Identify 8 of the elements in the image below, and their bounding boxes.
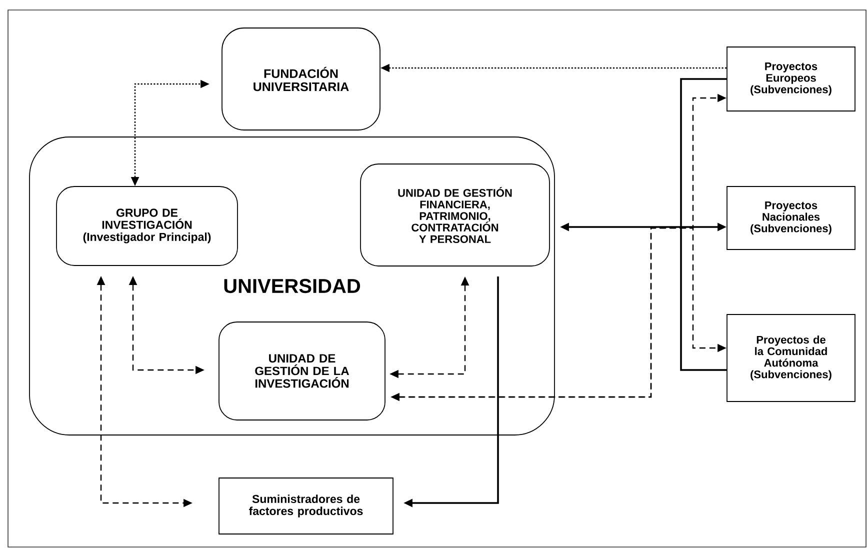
box: Proyectos de la Comunidad Autónoma (Subvenciones)	[726, 314, 856, 402]
rounded-box: UNIDAD DE GESTIÓN DE LA INVESTIGACIÓN	[218, 322, 386, 420]
box: Proyectos Europeos (Subvenciones)	[726, 46, 856, 112]
rounded-box: UNIDAD DE GESTIÓN FINANCIERA, PATRIMONIO, CONTRATACIÓN Y PERSONAL	[360, 164, 550, 266]
rounded-box: GRUPO DE INVESTIGACIÓN (Investigador Principal)	[56, 186, 238, 266]
box: Suministradores de factores productivos	[218, 478, 394, 534]
rounded-box: FUNDACIÓN UNIVERSITARIA	[222, 28, 380, 130]
box: Proyectos Nacionales (Subvenciones)	[726, 186, 856, 250]
